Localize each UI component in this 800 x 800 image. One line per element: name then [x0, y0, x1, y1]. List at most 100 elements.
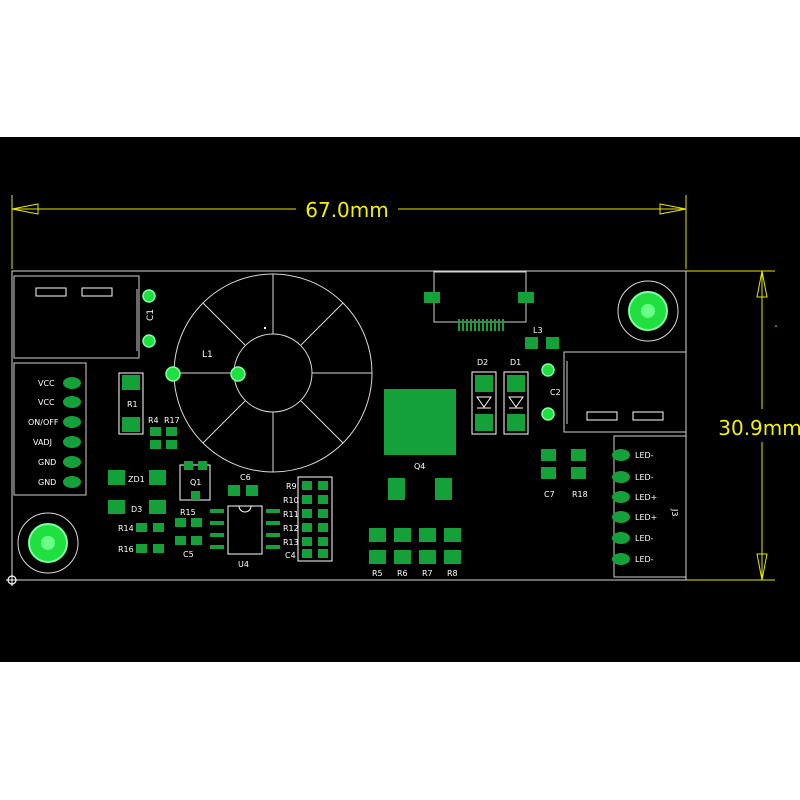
origin-marker: [6, 574, 18, 586]
svg-text:D3: D3: [131, 505, 142, 514]
pcb-layout-drawing: 67.0mm 30.9mm C1: [6, 195, 800, 586]
fpc-connector: [424, 271, 534, 331]
svg-text:LED+: LED+: [635, 513, 657, 522]
resistor-r12: R12: [283, 523, 328, 533]
svg-text:VCC: VCC: [38, 379, 55, 388]
svg-text:R17: R17: [164, 416, 180, 425]
l1-label: L1: [202, 350, 213, 360]
svg-text:R18: R18: [572, 490, 588, 499]
svg-text:C5: C5: [183, 550, 194, 559]
svg-text:GND: GND: [38, 458, 56, 467]
pin-led-minus-2: LED-: [612, 471, 654, 483]
board-outline: [11, 270, 687, 581]
svg-text:C6: C6: [240, 473, 251, 482]
svg-text:R4: R4: [148, 416, 159, 425]
pin-led-minus-1: LED-: [612, 449, 654, 461]
svg-text:C2: C2: [550, 388, 561, 397]
svg-text:LED-: LED-: [635, 555, 654, 564]
pin-gnd-2: GND: [38, 476, 81, 488]
c1-label: C1: [146, 309, 156, 321]
svg-text:D1: D1: [510, 358, 521, 367]
svg-text:C7: C7: [544, 490, 555, 499]
resistor-r5: R5: [369, 528, 386, 578]
zener-zd1: ZD1: [108, 470, 166, 485]
width-dimension: 67.0mm: [11, 195, 687, 269]
input-connector-pins: VCC VCC ON/OFF VADJ GND GND: [28, 377, 81, 488]
capacitor-c2: C2: [541, 351, 687, 433]
resistor-r13: R13: [283, 537, 328, 547]
resistor-r17: R17: [164, 416, 180, 449]
transistor-q1: Q1: [179, 461, 211, 501]
ic-u4: U4: [210, 505, 280, 569]
pin-led-plus-2: LED+: [612, 511, 657, 523]
resistor-array: R9 R10 R11 R12 R13 C4: [283, 476, 333, 562]
resistor-r7: R7: [419, 528, 436, 578]
svg-text:LED-: LED-: [635, 473, 654, 482]
pin-vcc-1: VCC: [38, 377, 81, 389]
capacitor-c1: C1: [13, 275, 156, 359]
pin-vcc-2: VCC: [38, 396, 81, 408]
svg-text:D2: D2: [477, 358, 488, 367]
svg-text:R5: R5: [372, 569, 383, 578]
svg-text:R10: R10: [283, 496, 299, 505]
resistor-r10: R10: [283, 495, 328, 505]
resistor-r9: R9: [286, 481, 328, 491]
pin-led-minus-4: LED-: [612, 553, 654, 565]
mounting-hole-top-right: [617, 280, 679, 342]
pin-vadj: VADJ: [33, 436, 81, 448]
led-connector-pins: LED- LED- LED+ LED+ LED- LED-: [612, 449, 657, 565]
svg-text:C4: C4: [285, 551, 296, 560]
input-connector: VCC VCC ON/OFF VADJ GND GND: [13, 362, 87, 496]
pcb-layout-canvas: 67.0mm 30.9mm C1: [0, 137, 800, 662]
inductor-l1: L1: [165, 273, 373, 473]
resistor-r11: R11: [283, 509, 328, 519]
svg-text:R14: R14: [118, 524, 134, 533]
svg-text:Q1: Q1: [190, 478, 201, 487]
led-connector: J3 LED- LED- LED+ LED+ LED- LED-: [612, 435, 687, 578]
svg-text:R9: R9: [286, 482, 297, 491]
svg-text:LED-: LED-: [635, 451, 654, 460]
svg-text:VADJ: VADJ: [33, 438, 52, 447]
svg-text:R7: R7: [422, 569, 433, 578]
capacitor-c4: C4: [285, 549, 328, 560]
resistor-r8: R8: [444, 528, 461, 578]
pin-led-minus-3: LED-: [612, 532, 654, 544]
diode-d2: D2: [471, 358, 497, 435]
mounting-hole-bottom-left: [17, 512, 79, 574]
svg-text:R13: R13: [283, 538, 299, 547]
svg-text:LED+: LED+: [635, 493, 657, 502]
svg-text:Q4: Q4: [414, 462, 425, 471]
svg-text:R12: R12: [283, 524, 299, 533]
svg-text:ON/OFF: ON/OFF: [28, 418, 59, 427]
resistor-r18: R18: [571, 449, 588, 499]
height-dimension: 30.9mm: [686, 270, 800, 581]
svg-text:R6: R6: [397, 569, 408, 578]
pin-led-plus-1: LED+: [612, 491, 657, 503]
resistor-r4: R4: [148, 416, 161, 449]
width-dimension-label: 67.0mm: [305, 198, 389, 222]
inductor-l3: L3: [525, 326, 559, 349]
svg-text:L3: L3: [533, 326, 543, 335]
svg-text:R15: R15: [180, 508, 196, 517]
svg-text:R8: R8: [447, 569, 458, 578]
svg-text:R11: R11: [283, 510, 299, 519]
svg-text:VCC: VCC: [38, 398, 55, 407]
svg-text:LED-: LED-: [635, 534, 654, 543]
capacitor-c7: C7: [541, 449, 556, 499]
transistor-q4: Q4: [384, 389, 456, 500]
svg-text:R1: R1: [127, 400, 138, 409]
resistor-r14: R14: [118, 523, 164, 533]
capacitor-c6: C6: [228, 473, 258, 496]
svg-text:R16: R16: [118, 545, 134, 554]
pin-gnd-1: GND: [38, 456, 81, 468]
svg-text:U4: U4: [238, 560, 249, 569]
j3-label: J3: [670, 508, 679, 516]
svg-text:ZD1: ZD1: [128, 475, 145, 484]
svg-text:GND: GND: [38, 478, 56, 487]
diode-d1: D1: [503, 358, 529, 435]
diode-d3: D3: [108, 500, 166, 514]
resistor-r15: R15: [175, 508, 202, 527]
resistor-r16: R16: [118, 544, 164, 554]
capacitor-c5: C5: [175, 536, 202, 559]
resistor-r1: R1: [118, 372, 144, 435]
